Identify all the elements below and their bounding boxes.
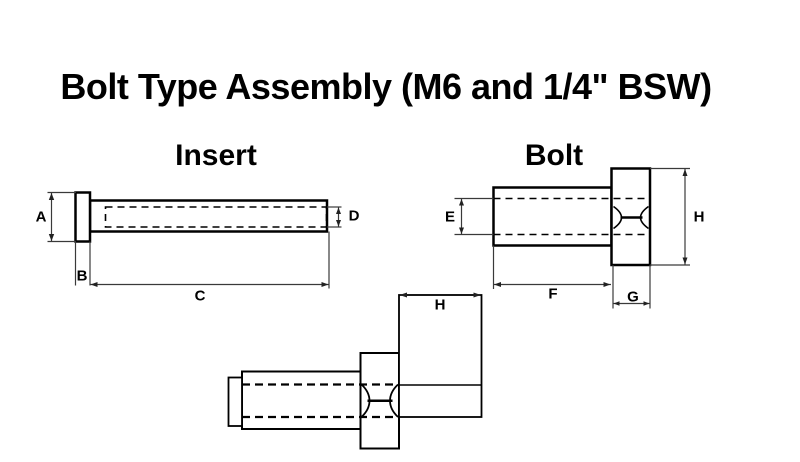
dim-label-h-bolt: H [693,208,705,226]
insert-drawing [47,191,342,289]
dim-label-e: E [444,208,456,226]
dim-arrowhead [603,282,611,287]
dim-arrowhead [643,301,650,306]
assembly-drawing [227,292,483,450]
dim-arrowhead [336,220,341,227]
bolt-heading: Bolt [524,139,584,172]
assembly-insert-body-outline [241,370,362,430]
dim-arrowhead [399,292,407,298]
dim-arrowhead [90,282,98,287]
bolt-shank-outline [492,186,613,247]
insert-head-outline [74,191,92,243]
dim-arrowhead [494,282,501,287]
dim-label-h-assembly: H [434,296,446,314]
dim-arrowhead [336,207,341,214]
dim-arrowhead [682,257,688,265]
dim-label-g: G [627,288,639,306]
dim-label-b: B [76,267,88,285]
dim-arrowhead [459,199,464,206]
dim-arrowhead [459,227,464,234]
assembly-insert-flange-outline [227,376,243,427]
dim-arrowhead [321,282,329,287]
dim-label-c: C [194,287,206,305]
dim-arrowhead [613,301,620,306]
dim-arrowhead [473,292,481,298]
dim-arrowhead [48,234,55,241]
dim-arrowhead [682,169,688,176]
dim-label-f: F [548,285,558,303]
dim-arrowhead [48,193,55,200]
dim-label-a: A [35,208,47,226]
insert-heading: Insert [175,139,257,172]
assembly-bolt-head-outline [398,294,483,418]
insert-thread-hole-dashed [104,206,328,228]
bolt-drawing [454,167,690,309]
drawing-title: Bolt Type Assembly (M6 and 1/4" BSW) [60,66,712,107]
dim-label-d: D [348,207,360,225]
